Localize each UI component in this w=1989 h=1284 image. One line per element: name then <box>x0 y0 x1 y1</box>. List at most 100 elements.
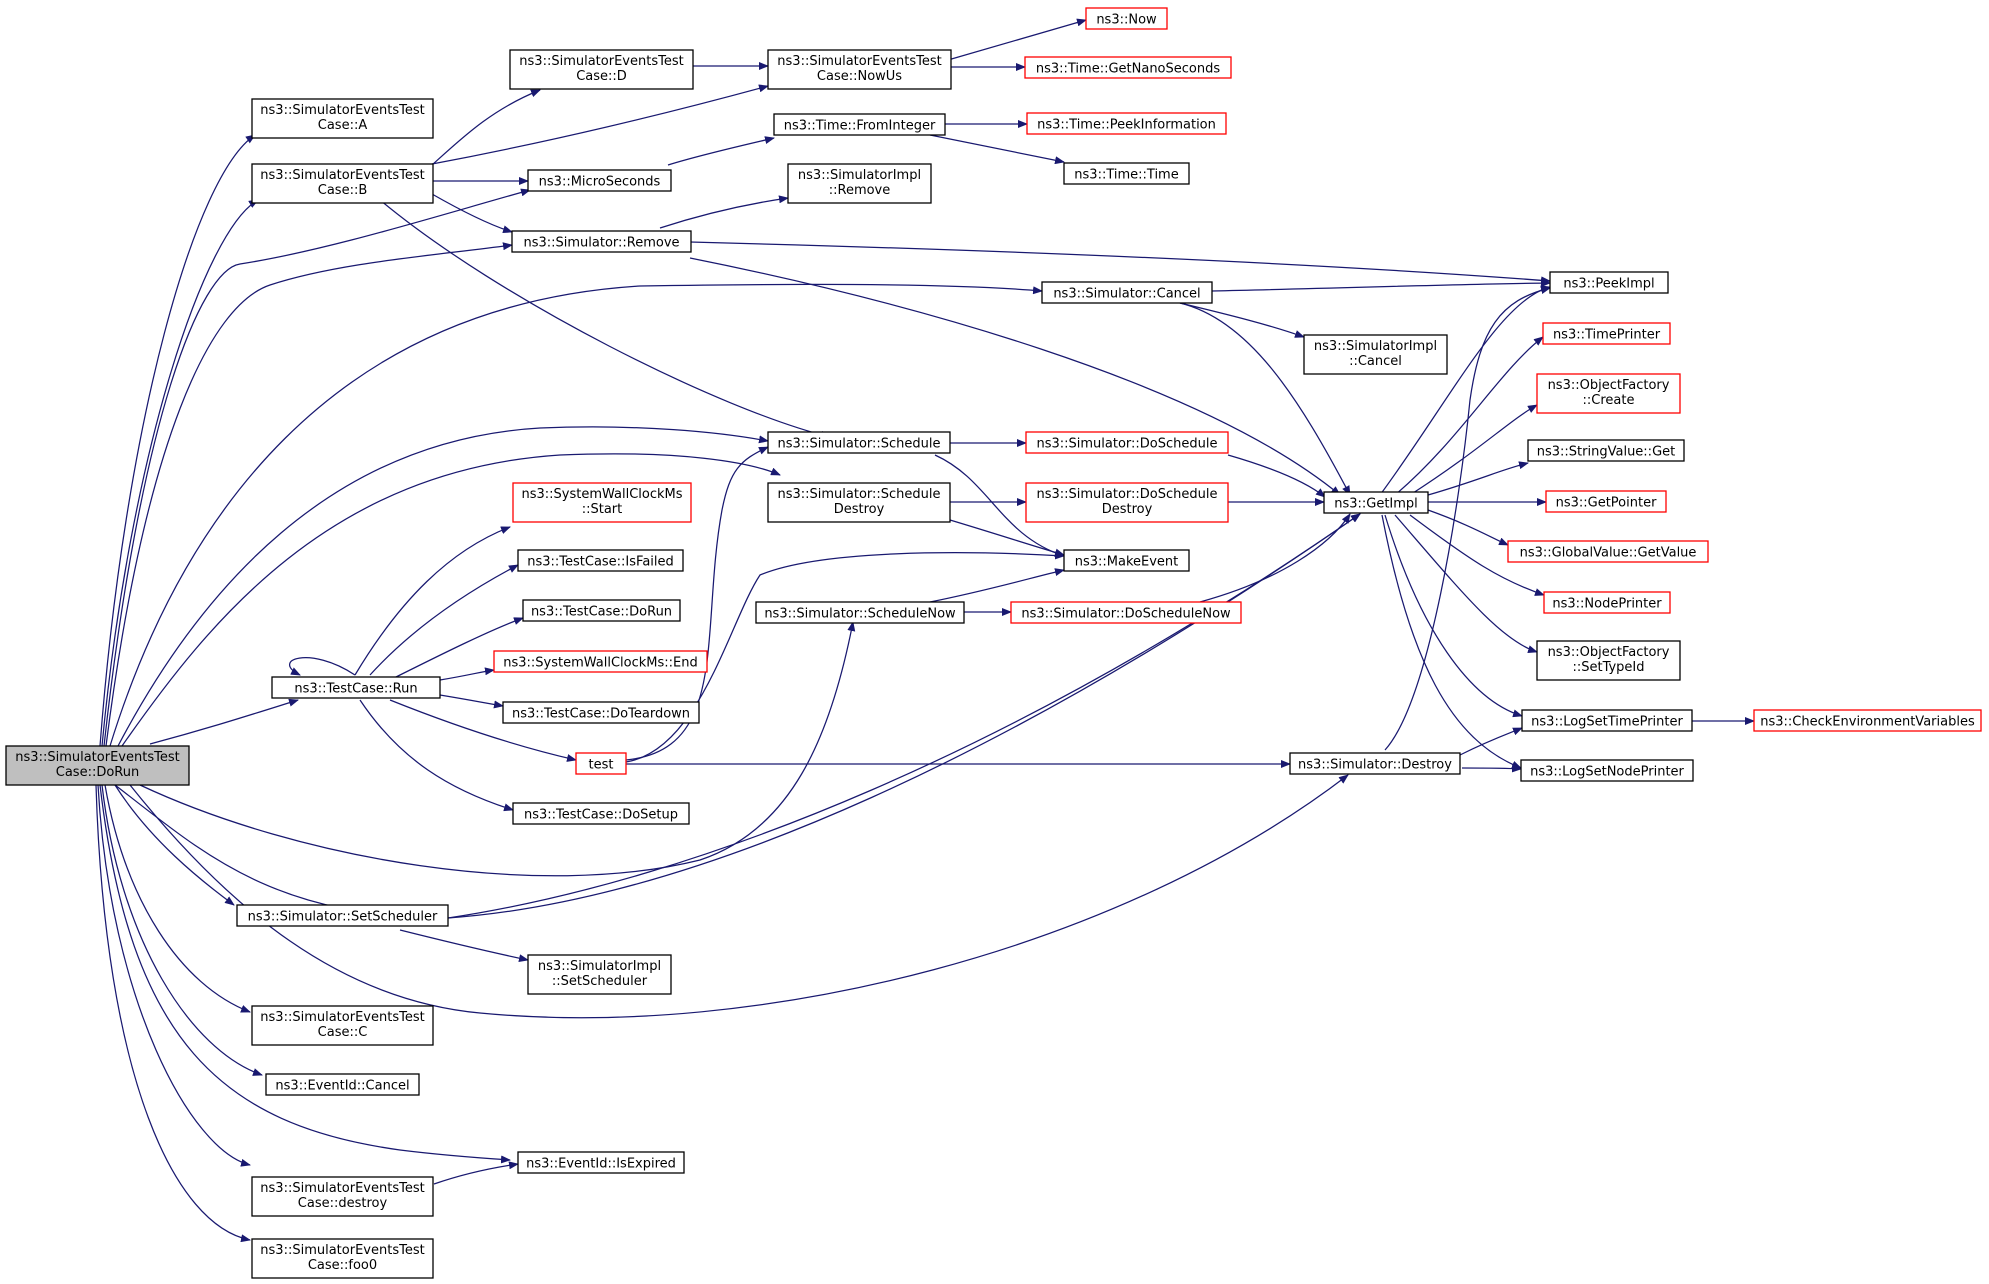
node-doschednow[interactable]: ns3::Simulator::DoScheduleNow <box>1010 601 1242 624</box>
node-ofcreate[interactable]: ns3::ObjectFactory::Create <box>1536 373 1681 414</box>
node-tcrun[interactable]: ns3::TestCase::Run <box>271 676 441 699</box>
edge-dorun-schednow <box>139 621 856 877</box>
node-now[interactable]: ns3::Now <box>1085 7 1168 30</box>
edge-doschedule-getimpl <box>1227 454 1326 498</box>
node-simremove[interactable]: ns3::Simulator::Remove <box>511 230 692 253</box>
node-dosetup[interactable]: ns3::TestCase::DoSetup <box>512 802 690 825</box>
node-label: ns3::Simulator::DoSchedule <box>1036 437 1217 452</box>
node-label: ns3::EventId::Cancel <box>275 1079 409 1094</box>
node-nodeprinter[interactable]: ns3::NodePrinter <box>1543 591 1671 614</box>
edge-simremove-implremove <box>659 195 789 229</box>
edge-tcrun-tcdorun <box>389 617 524 681</box>
node-label: ::Create <box>1583 393 1635 408</box>
node-getpointer[interactable]: ns3::GetPointer <box>1545 490 1667 513</box>
node-label: ns3::SystemWallClockMs::End <box>503 656 698 671</box>
node-doschedule[interactable]: ns3::Simulator::DoSchedule <box>1025 431 1229 454</box>
node-box <box>1536 640 1681 681</box>
node-swcend[interactable]: ns3::SystemWallClockMs::End <box>493 650 708 673</box>
node-label: ns3::Simulator::Schedule <box>777 487 940 502</box>
node-implcancel[interactable]: ns3::SimulatorImpl::Cancel <box>1303 334 1448 375</box>
node-checkenv[interactable]: ns3::CheckEnvironmentVariables <box>1753 709 1982 732</box>
node-gvgetvalue[interactable]: ns3::GlobalValue::GetValue <box>1507 540 1709 563</box>
node-label: ns3::MakeEvent <box>1075 555 1179 570</box>
edge-dorun-tcrun <box>149 698 299 745</box>
node-box <box>1025 482 1229 523</box>
node-logsettime[interactable]: ns3::LogSetTimePrinter <box>1521 709 1693 732</box>
edge-dorun-simschedule <box>117 426 769 747</box>
node-getnanos[interactable]: ns3::Time::GetNanoSeconds <box>1024 56 1232 79</box>
node-timetime[interactable]: ns3::Time::Time <box>1063 162 1190 185</box>
node-simdestroy[interactable]: ns3::Simulator::Destroy <box>1289 752 1461 775</box>
node-swcstart[interactable]: ns3::SystemWallClockMs::Start <box>512 482 692 523</box>
node-box <box>1025 431 1229 454</box>
edge-getimpl-ofsettypeid <box>1394 514 1538 654</box>
node-makeevent[interactable]: ns3::MakeEvent <box>1063 549 1190 572</box>
edge-case-b-simremove <box>431 193 513 234</box>
node-isfailed[interactable]: ns3::TestCase::IsFailed <box>517 549 684 572</box>
edge-tcrun-test <box>389 699 577 762</box>
node-simschedule[interactable]: ns3::Simulator::Schedule <box>767 431 951 454</box>
node-setsched[interactable]: ns3::Simulator::SetScheduler <box>236 904 449 927</box>
node-isexpired[interactable]: ns3::EventId::IsExpired <box>517 1151 685 1174</box>
node-box <box>767 431 951 454</box>
node-peekimpl[interactable]: ns3::PeekImpl <box>1549 271 1669 294</box>
function-nodes: ns3::SimulatorEventsTestCase::DoRunns3::… <box>5 7 1982 1279</box>
node-timeprinter[interactable]: ns3::TimePrinter <box>1542 322 1671 345</box>
edge-microseconds-frominteger <box>667 136 775 166</box>
node-label: ns3::TestCase::DoSetup <box>524 808 678 823</box>
node-box <box>502 701 700 724</box>
node-microseconds[interactable]: ns3::MicroSeconds <box>527 169 672 192</box>
node-implsetsched[interactable]: ns3::SimulatorImpl::SetScheduler <box>527 954 672 995</box>
node-tcdorun[interactable]: ns3::TestCase::DoRun <box>522 599 681 622</box>
edge-dorun-case-b <box>101 199 259 747</box>
edge-dorun-simremove <box>105 242 513 747</box>
edge-dorun-foo0 <box>95 784 251 1243</box>
node-peekinfo[interactable]: ns3::Time::PeekInformation <box>1026 112 1227 135</box>
node-stringget[interactable]: ns3::StringValue::Get <box>1527 439 1685 462</box>
node-box <box>511 230 692 253</box>
node-box <box>1024 56 1232 79</box>
node-logsetnode[interactable]: ns3::LogSetNodePrinter <box>1520 759 1694 782</box>
edge-getimpl-logsetnode <box>1381 514 1522 769</box>
node-ofsettypeid[interactable]: ns3::ObjectFactory::SetTypeId <box>1536 640 1681 681</box>
node-label: Case::B <box>318 183 368 198</box>
node-evcancel[interactable]: ns3::EventId::Cancel <box>265 1073 420 1096</box>
node-box <box>1542 322 1671 345</box>
edge-getimpl-timeprinter <box>1394 336 1544 496</box>
node-label: ns3::Time::Time <box>1074 168 1178 183</box>
node-getimpl[interactable]: ns3::GetImpl <box>1323 491 1429 514</box>
node-box <box>1303 334 1448 375</box>
node-label: ns3::Time::FromInteger <box>784 119 936 134</box>
node-box <box>1507 540 1709 563</box>
node-simcancel[interactable]: ns3::Simulator::Cancel <box>1041 281 1213 304</box>
edge-dorun-case-c <box>104 784 251 1013</box>
edge-simremove-peekimpl <box>689 241 1551 285</box>
node-implremove[interactable]: ns3::SimulatorImpl::Remove <box>787 163 932 204</box>
node-label: ns3::LogSetNodePrinter <box>1530 765 1684 780</box>
node-box <box>1026 112 1227 135</box>
node-box <box>1085 7 1168 30</box>
edge-getimpl-ofcreate <box>1409 404 1538 496</box>
node-label: ns3::SystemWallClockMs <box>521 487 682 502</box>
node-teardown[interactable]: ns3::TestCase::DoTeardown <box>502 701 700 724</box>
node-label: ns3::Simulator::ScheduleNow <box>764 607 956 622</box>
node-test[interactable]: test <box>575 752 627 775</box>
node-label: ns3::TimePrinter <box>1553 328 1661 343</box>
node-frominteger[interactable]: ns3::Time::FromInteger <box>773 113 946 136</box>
edge-simdestroy-peekimpl <box>1384 286 1551 751</box>
node-label: Case::foo0 <box>308 1258 377 1273</box>
node-box <box>787 163 932 204</box>
node-schednow[interactable]: ns3::Simulator::ScheduleNow <box>755 601 965 624</box>
edge-doschednow-getimpl <box>1199 513 1351 603</box>
node-box <box>1545 490 1667 513</box>
